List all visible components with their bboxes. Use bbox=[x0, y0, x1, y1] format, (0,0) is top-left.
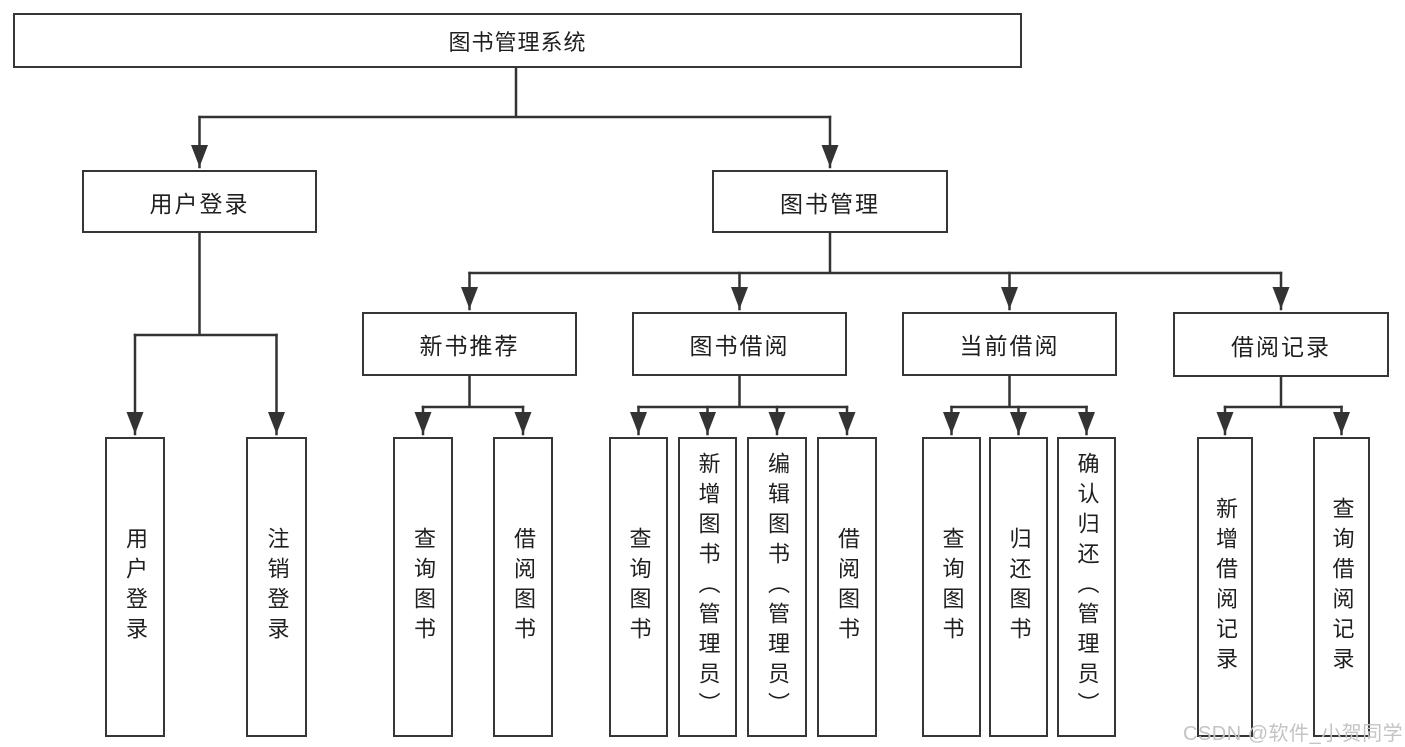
leaf-borrow-books-recommend: 借阅图书 bbox=[493, 437, 553, 737]
node-label: 图书借阅 bbox=[689, 333, 790, 359]
node-label: 查询图书 bbox=[411, 527, 436, 647]
node-current-borrow: 当前借阅 bbox=[902, 312, 1117, 376]
node-label: 查询借阅记录 bbox=[1329, 497, 1355, 677]
node-label: 归还图书 bbox=[1006, 527, 1032, 647]
node-new-book-recommend: 新书推荐 bbox=[362, 312, 577, 376]
node-label: 注销登录 bbox=[264, 527, 290, 647]
node-label: 借阅记录 bbox=[1231, 333, 1331, 360]
node-label: 图书管理 bbox=[780, 190, 880, 217]
node-book-management: 图书管理 bbox=[712, 170, 948, 233]
node-label: 当前借阅 bbox=[959, 333, 1060, 359]
node-label: 编辑图书（管理员） bbox=[765, 452, 790, 722]
leaf-add-book-admin: 新增图书（管理员） bbox=[678, 437, 737, 737]
node-label: 新书推荐 bbox=[419, 333, 520, 359]
csdn-watermark: CSDN @软件_小贺同学 bbox=[1183, 723, 1404, 745]
node-label: 用户登录 bbox=[149, 190, 250, 217]
node-label: 查询图书 bbox=[626, 527, 652, 647]
node-library-management-system: 图书管理系统 bbox=[13, 13, 1022, 68]
leaf-query-books-borrow: 查询图书 bbox=[609, 437, 668, 737]
leaf-borrow-books-borrow: 借阅图书 bbox=[817, 437, 877, 737]
leaf-logout: 注销登录 bbox=[246, 437, 307, 737]
node-borrow-records: 借阅记录 bbox=[1173, 312, 1389, 377]
leaf-query-books-recommend: 查询图书 bbox=[393, 437, 453, 737]
node-label: 借阅图书 bbox=[835, 527, 860, 647]
node-label: 确认归还（管理员） bbox=[1074, 452, 1100, 722]
node-label: 查询图书 bbox=[939, 527, 965, 647]
connector-trunk-lines bbox=[133, 64, 1343, 409]
leaf-edit-book-admin: 编辑图书（管理员） bbox=[747, 437, 807, 737]
leaf-query-books-current: 查询图书 bbox=[922, 437, 981, 737]
leaf-confirm-return-admin: 确认归还（管理员） bbox=[1057, 437, 1116, 737]
leaf-user-login: 用户登录 bbox=[105, 437, 165, 737]
node-label: 新增借阅记录 bbox=[1213, 497, 1238, 677]
leaf-query-borrow-record: 查询借阅记录 bbox=[1313, 437, 1370, 737]
node-label: 用户登录 bbox=[123, 527, 148, 647]
node-label: 新增图书（管理员） bbox=[695, 452, 721, 722]
node-label: 借阅图书 bbox=[511, 527, 536, 647]
node-label: 图书管理系统 bbox=[448, 29, 587, 55]
leaf-add-borrow-record: 新增借阅记录 bbox=[1197, 437, 1253, 737]
node-user-login: 用户登录 bbox=[82, 170, 317, 233]
leaf-return-books: 归还图书 bbox=[989, 437, 1048, 737]
node-book-borrow: 图书借阅 bbox=[632, 312, 847, 376]
